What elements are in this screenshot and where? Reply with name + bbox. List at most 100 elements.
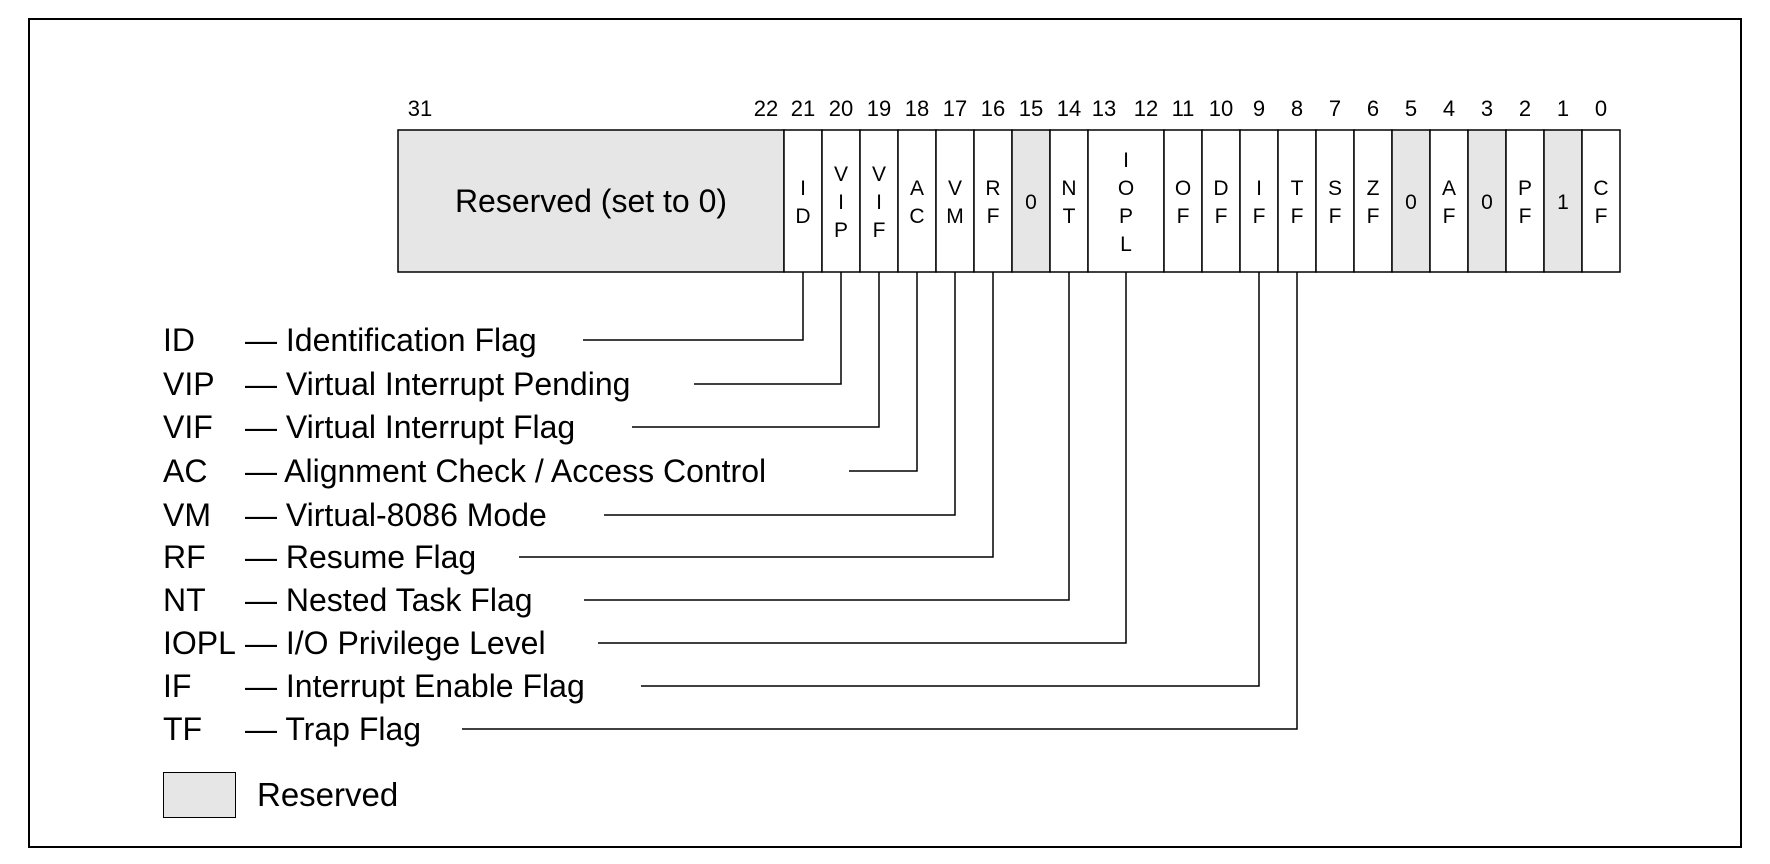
leader-lines [462, 272, 1298, 730]
field-reserved-high: Reserved (set to 0) [397, 129, 785, 273]
field-id-cell [783, 129, 823, 273]
field-rf-letter: R [985, 177, 1000, 200]
field-df-cell [1201, 129, 1241, 273]
bit-number-2: 2 [1519, 96, 1531, 121]
field-vip-letter: P [834, 219, 848, 242]
bit-number-10: 10 [1209, 96, 1233, 121]
field-iopl-letter: P [1119, 205, 1133, 228]
field-bit15-letter: 0 [1025, 191, 1037, 214]
leader-line-vif [632, 272, 880, 428]
flag-desc-text: — Interrupt Enable Flag [245, 668, 585, 704]
field-vip-letter: I [838, 191, 844, 214]
flag-desc-text: — Trap Flag [245, 711, 421, 747]
leader-line-ac [849, 272, 918, 472]
field-vip-letter: V [834, 163, 848, 186]
flag-desc-if: IF — Interrupt Enable Flag [163, 668, 585, 704]
field-id: ID [783, 129, 823, 273]
flag-desc-abbr: NT [163, 582, 206, 618]
field-sf-letter: S [1328, 177, 1342, 200]
field-bit5: 0 [1391, 129, 1431, 273]
field-if: IF [1239, 129, 1279, 273]
flag-desc-abbr: ID [163, 322, 195, 358]
field-iopl-letter: O [1118, 177, 1134, 200]
field-iopl: IOPL [1087, 129, 1165, 273]
leader-line-vip [694, 272, 842, 385]
field-of-cell [1163, 129, 1203, 273]
leader-line-iopl [598, 272, 1127, 644]
flag-desc-abbr: IF [163, 668, 191, 704]
field-of: OF [1163, 129, 1203, 273]
field-af-letter: A [1442, 177, 1456, 200]
field-reserved-high-cell [397, 129, 785, 273]
field-vm: VM [935, 129, 975, 273]
field-rf-cell [973, 129, 1013, 273]
field-vm-cell [935, 129, 975, 273]
field-bit1-cell [1543, 129, 1583, 273]
field-if-letter: I [1256, 177, 1262, 200]
field-zf-letter: Z [1367, 177, 1380, 200]
field-zf: ZF [1353, 129, 1393, 273]
bit-number-0: 0 [1595, 96, 1607, 121]
flag-desc-vm: VM— Virtual-8086 Mode [163, 497, 547, 533]
field-id-letter: I [800, 177, 806, 200]
bit-number-21: 21 [791, 96, 815, 121]
leader-line-nt [584, 272, 1070, 601]
bit-number-19: 19 [867, 96, 891, 121]
leader-line-tf [462, 272, 1298, 730]
bit-number-9: 9 [1253, 96, 1265, 121]
figure-frame [28, 18, 1742, 848]
field-rf-letter: F [987, 205, 1000, 228]
flag-desc-vif: VIF— Virtual Interrupt Flag [163, 409, 575, 445]
field-df-letter: D [1213, 177, 1228, 200]
flag-desc-text: — Virtual-8086 Mode [245, 497, 547, 533]
field-zf-cell [1353, 129, 1393, 273]
flag-desc-text: — Virtual Interrupt Flag [245, 409, 575, 445]
flag-desc-abbr: TF [163, 711, 202, 747]
field-vm-letter: V [948, 177, 962, 200]
field-rf: RF [973, 129, 1013, 273]
bit-number-12: 12 [1134, 96, 1158, 121]
legend-reserved-swatch [163, 772, 236, 818]
field-iopl-letter: I [1123, 149, 1129, 172]
field-cf-cell [1581, 129, 1621, 273]
field-bit5-cell [1391, 129, 1431, 273]
flag-desc-rf: RF — Resume Flag [163, 539, 476, 575]
flag-desc-iopl: IOPL— I/O Privilege Level [163, 625, 546, 661]
field-vif-letter: V [872, 163, 886, 186]
field-pf: PF [1505, 129, 1545, 273]
field-vm-letter: M [946, 205, 964, 228]
flag-desc-text: — Alignment Check / Access Control [245, 453, 766, 489]
field-ac-cell [897, 129, 937, 273]
bit-number-8: 8 [1291, 96, 1303, 121]
flag-desc-id: ID — Identification Flag [163, 322, 537, 358]
flag-desc-vip: VIP — Virtual Interrupt Pending [163, 366, 630, 402]
field-iopl-letter: L [1120, 233, 1132, 256]
field-bit1: 1 [1543, 129, 1583, 273]
leader-line-if [641, 272, 1260, 687]
flag-desc-text: — Virtual Interrupt Pending [245, 366, 630, 402]
leader-line-rf [519, 272, 994, 558]
field-tf-letter: F [1291, 205, 1304, 228]
flag-desc-text: — Identification Flag [245, 322, 537, 358]
flag-desc-abbr: RF [163, 539, 206, 575]
bit-number-17: 17 [943, 96, 967, 121]
bit-number-1: 1 [1557, 96, 1569, 121]
field-nt-letter: N [1061, 177, 1076, 200]
field-tf: TF [1277, 129, 1317, 273]
flag-desc-text: — Resume Flag [245, 539, 476, 575]
bit-number-4: 4 [1443, 96, 1455, 121]
field-af: AF [1429, 129, 1469, 273]
field-af-letter: F [1443, 205, 1456, 228]
field-vif: VIF [859, 129, 899, 273]
bit-number-5: 5 [1405, 96, 1417, 121]
register-cells: Reserved (set to 0)IDVIPVIFACVMRF0NTIOPL… [397, 129, 1621, 273]
flag-desc-nt: NT — Nested Task Flag [163, 582, 533, 618]
flag-desc-text: — Nested Task Flag [245, 582, 533, 618]
flag-desc-abbr: VIP [163, 366, 215, 402]
bit-number-11: 11 [1172, 96, 1195, 121]
field-vif-letter: F [873, 219, 886, 242]
field-af-cell [1429, 129, 1469, 273]
